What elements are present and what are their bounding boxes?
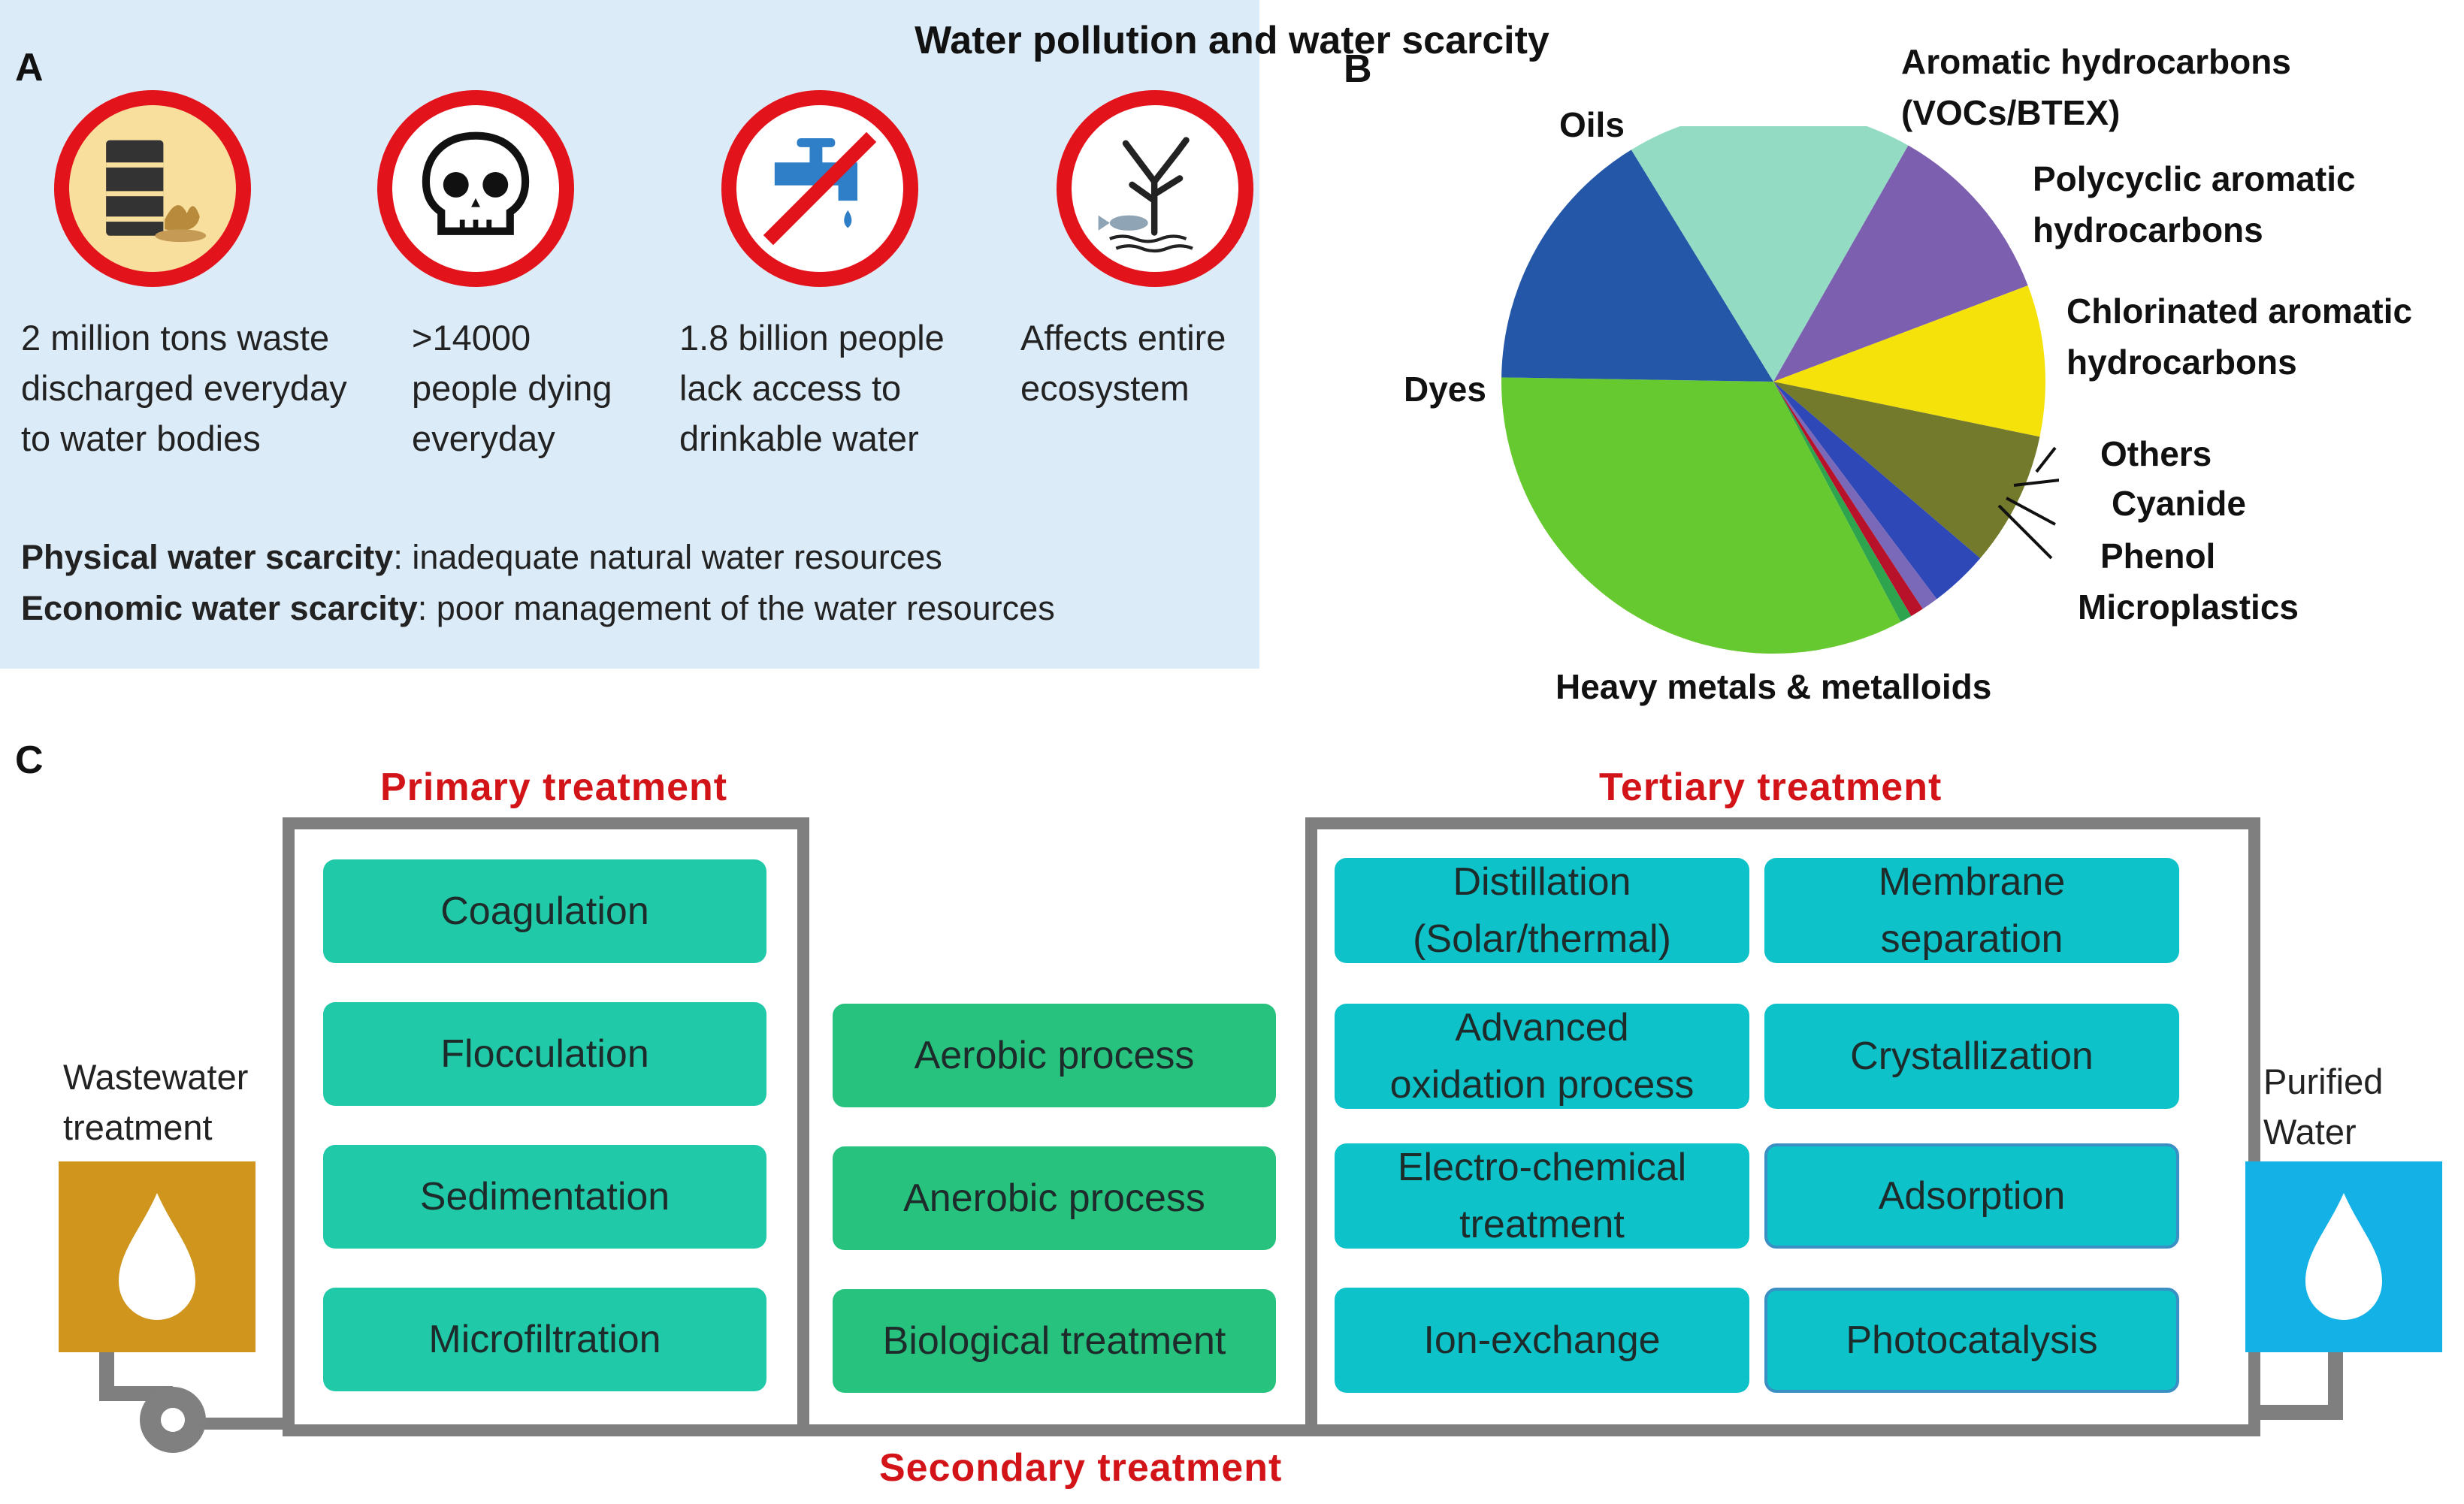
step-microfiltration: Microfiltration: [323, 1288, 766, 1391]
pie-label-microplastics: Microplastics: [2078, 587, 2299, 627]
water-drop-icon: [119, 1193, 195, 1320]
wastewater-tank: [59, 1161, 255, 1352]
tertiary-treatment-title: Tertiary treatment: [1599, 766, 1942, 809]
pie-slice-aromatic-hydrocarbons-vocs-btex: [1773, 145, 2028, 382]
stat-ecosystem: Affects entire ecosystem: [1020, 318, 1226, 408]
water-drop-icon: [2305, 1193, 2382, 1320]
panel-a-title: Water pollution and water scarcity: [915, 19, 1549, 62]
pie-slice-oils: [1631, 126, 1909, 382]
stat-waste: 2 million tons waste discharged everyday…: [21, 318, 347, 458]
pie-label-phenol: Phenol: [2100, 536, 2216, 575]
pollutant-pie-chart: [1501, 126, 2059, 654]
pie-label-polycyclic: Polycyclic aromatic hydrocarbons: [2033, 159, 2356, 249]
step-flocculation: Flocculation: [323, 1002, 766, 1106]
step-anerobic-process: Anerobic process: [833, 1146, 1276, 1250]
pie-label-cyanide: Cyanide: [2112, 484, 2246, 523]
pie-slice-phenol: [1773, 382, 1923, 617]
step-aerobic-process: Aerobic process: [833, 1004, 1276, 1107]
primary-treatment-title: Primary treatment: [380, 766, 728, 809]
pie-leader-line: [2035, 446, 2057, 473]
physical-scarcity-definition: Physical water scarcity: inadequate natu…: [21, 538, 942, 576]
step-biological-treatment: Biological treatment: [833, 1289, 1276, 1393]
pie-leader-line: [1997, 504, 2053, 560]
pie-slice-dyes: [1501, 149, 1773, 382]
stat-deaths: >14000 people dying everyday: [412, 318, 612, 458]
step-crystallization: Crystallization: [1764, 1004, 2179, 1109]
step-coagulation: Coagulation: [323, 859, 766, 963]
pie-label-others: Others: [2100, 434, 2212, 473]
stat-no-water: 1.8 billion people lack access to drinka…: [679, 318, 945, 458]
panel-a-letter: A: [15, 46, 44, 89]
step-advanced-oxidation: Advanced oxidation process: [1335, 1004, 1749, 1109]
pie-leader-line: [2006, 497, 2056, 526]
pie-slice-cyanide: [1773, 382, 1937, 609]
pie-slice-others: [1773, 382, 1981, 599]
purified-water-label: Purified Water: [2263, 1062, 2384, 1152]
economic-scarcity-definition: Economic water scarcity: poor management…: [21, 589, 1055, 627]
panel-a-box: Water pollution and water scarcity: [0, 0, 1549, 669]
pie-slice-heavy-metals-metalloids: [1501, 377, 1901, 654]
step-electrochemical-treatment: Electro-chemical treatment: [1335, 1143, 1749, 1249]
panel-c-letter: C: [15, 738, 44, 782]
step-sedimentation: Sedimentation: [323, 1145, 766, 1249]
step-photocatalysis: Photocatalysis: [1764, 1288, 2179, 1393]
secondary-treatment-title: Secondary treatment: [879, 1446, 1283, 1490]
pie-label-dyes: Dyes: [1404, 370, 1486, 409]
pie-label-oils: Oils: [1559, 105, 1625, 144]
pie-label-chlorinated: Chlorinated aromatic hydrocarbons: [2066, 291, 2413, 382]
pie-leader-line: [2013, 479, 2059, 487]
step-distillation: Distillation (Solar/thermal): [1335, 858, 1749, 963]
pie-label-aromatic: Aromatic hydrocarbons (VOCs/BTEX): [1901, 42, 2291, 132]
step-ion-exchange: Ion-exchange: [1335, 1288, 1749, 1393]
purified-water-tank: [2245, 1161, 2442, 1352]
wastewater-treatment-label: Wastewater treatment: [63, 1057, 249, 1147]
step-adsorption: Adsorption: [1764, 1143, 2179, 1249]
pie-slice-polycyclic-aromatic-hydrocarbons: [1773, 285, 2045, 437]
pie-slice-microplastics: [1773, 382, 1912, 622]
step-membrane-separation: Membrane separation: [1764, 858, 2179, 963]
pie-slice-chlorinated-aromatic-hydrocarbons: [1773, 382, 2040, 559]
panel-b-letter: B: [1344, 47, 1372, 91]
pie-label-heavy-metals: Heavy metals & metalloids: [1555, 667, 1992, 706]
